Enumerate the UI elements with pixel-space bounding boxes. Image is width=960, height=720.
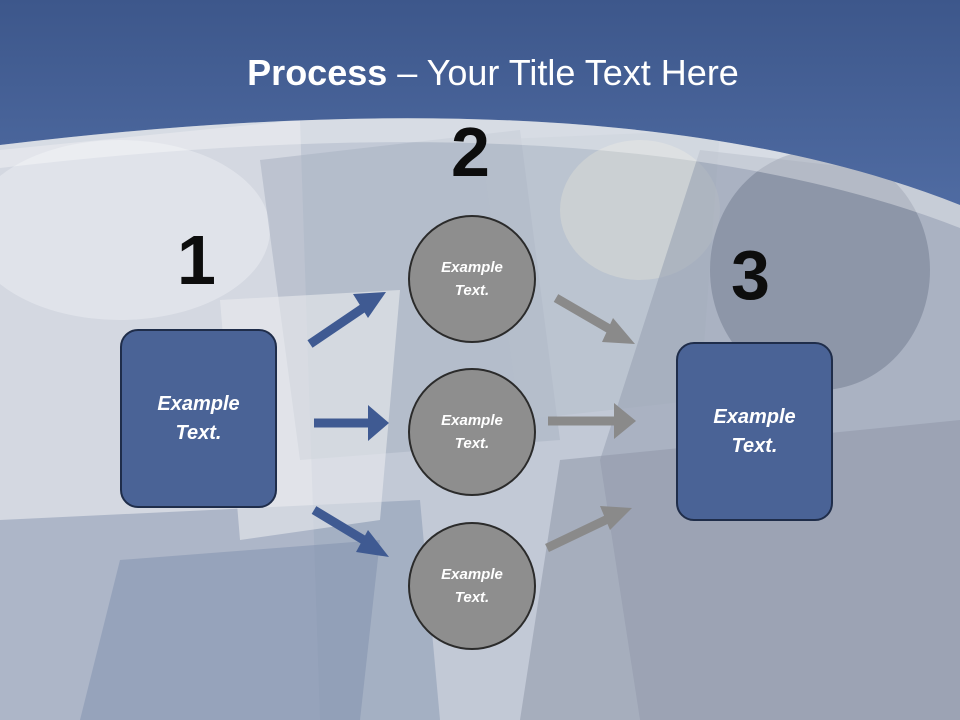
title-bold: Process — [247, 52, 388, 93]
blue-arrow-up — [307, 292, 386, 348]
gray-arrow-up — [545, 506, 632, 553]
left-box-text: Example Text. — [157, 392, 240, 444]
step-number-3: 3 — [731, 236, 770, 314]
left-process-box: Example Text. — [120, 329, 277, 508]
gray-arrow-right — [548, 403, 636, 439]
process-circle-middle: Example Text. — [408, 368, 536, 496]
process-circle-bottom: Example Text. — [408, 522, 536, 650]
slide-title: Process – Your Title Text Here — [0, 52, 960, 94]
circle-middle-text: Example Text. — [441, 412, 503, 452]
step-number-2: 2 — [451, 113, 490, 191]
circle-top-text: Example Text. — [441, 259, 503, 299]
step-number-1: 1 — [177, 221, 216, 299]
right-box-text: Example Text. — [713, 405, 796, 457]
blue-arrow-right — [314, 405, 389, 441]
gray-arrow-down — [553, 294, 635, 344]
circle-bottom-text: Example Text. — [441, 566, 503, 606]
title-rest: – Your Title Text Here — [387, 52, 739, 93]
process-circle-top: Example Text. — [408, 215, 536, 343]
blue-arrow-down — [311, 506, 389, 557]
right-process-box: Example Text. — [676, 342, 833, 521]
